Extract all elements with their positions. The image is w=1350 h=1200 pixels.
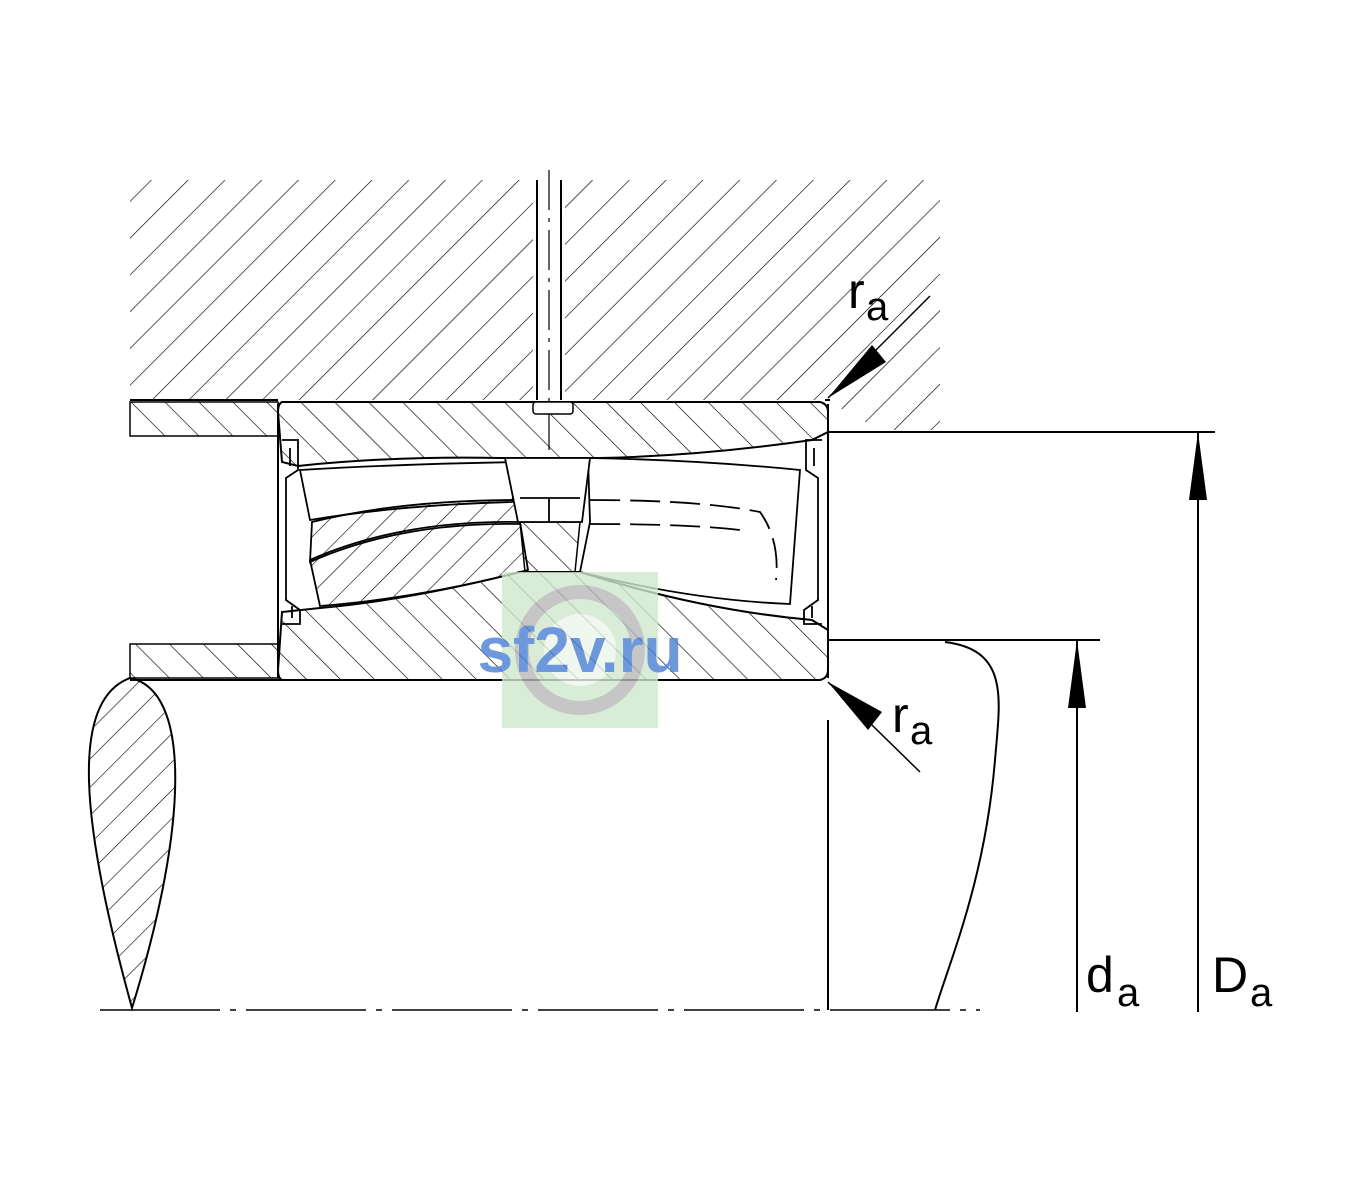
- label-ra-top: r a: [848, 263, 889, 329]
- shaft-section-left: [87, 676, 177, 1012]
- label-da: d a: [1086, 947, 1140, 1015]
- label-ra-bottom-main: r: [892, 687, 909, 743]
- shaft-shoulder-strip: [129, 643, 279, 679]
- bearing-sides: [277, 404, 829, 678]
- rollers: [298, 457, 801, 607]
- housing: [130, 180, 940, 430]
- outer-ring: [276, 401, 829, 468]
- watermark: sf2v.ru: [477, 572, 683, 728]
- label-da-sub: a: [1117, 971, 1140, 1015]
- label-Da-main: D: [1212, 947, 1248, 1003]
- label-ra-bottom: r a: [892, 687, 933, 753]
- housing-shoulder-strip: [129, 401, 279, 437]
- watermark-text: sf2v.ru: [477, 614, 682, 686]
- label-Da: D a: [1212, 947, 1273, 1015]
- ra-leader-top: [827, 295, 931, 399]
- shaft-lines: [130, 431, 1215, 1011]
- Da-dimension-line: [1189, 432, 1207, 1012]
- ra-leader-bottom: [827, 681, 921, 773]
- label-da-main: d: [1086, 947, 1114, 1003]
- label-ra-top-main: r: [848, 263, 865, 319]
- label-Da-sub: a: [1250, 971, 1273, 1015]
- seal-right: [803, 439, 822, 625]
- cage: [503, 457, 592, 523]
- seal-left: [282, 439, 301, 625]
- label-ra-bottom-sub: a: [910, 709, 933, 753]
- da-dimension-line: [1068, 640, 1086, 1012]
- watermark-bearing-ring: [515, 585, 645, 715]
- label-ra-top-sub: a: [866, 285, 889, 329]
